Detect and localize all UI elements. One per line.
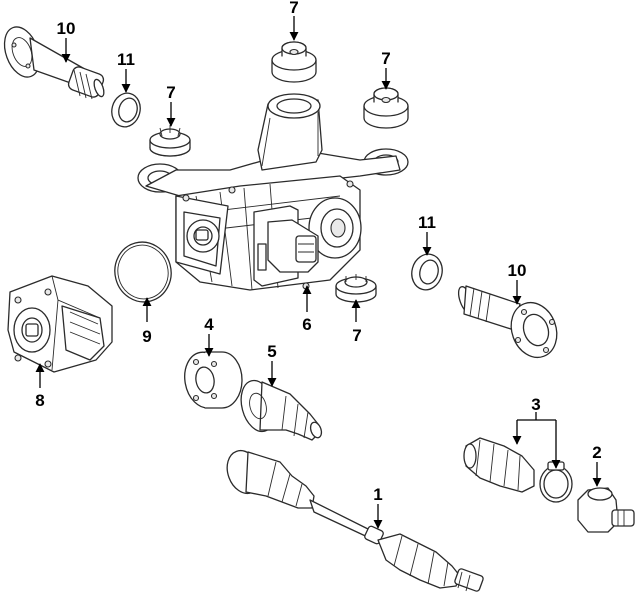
callout-8: 8 — [35, 391, 44, 410]
seal-ring-right — [411, 253, 443, 291]
mount-bushing-lower — [335, 274, 377, 303]
callout-1: 1 — [373, 485, 382, 504]
axle-shaft-assembly — [226, 449, 484, 592]
callout-11-left: 11 — [117, 50, 135, 69]
callout-leaders — [35, 16, 602, 529]
output-flange-shaft-left — [3, 26, 105, 100]
callout-6: 6 — [302, 315, 311, 334]
outer-cv-joint — [577, 487, 635, 533]
callout-9: 9 — [142, 327, 151, 346]
coupling-assembly — [7, 275, 113, 373]
callout-7-left: 7 — [166, 83, 175, 102]
inner-cv-joint — [240, 379, 323, 441]
callout-10-left: 10 — [57, 19, 76, 38]
mount-bushing-right — [363, 87, 409, 129]
callout-11-right: 11 — [418, 213, 436, 232]
callout-7-lower: 7 — [352, 326, 361, 345]
callout-4: 4 — [204, 315, 214, 334]
callout-2: 2 — [592, 443, 601, 462]
callout-labels: 10 11 7 7 7 7 11 10 6 9 8 4 5 3 2 1 — [35, 0, 601, 504]
differential-carrier-housing — [137, 93, 409, 291]
o-ring-gasket — [114, 241, 172, 303]
callout-3: 3 — [531, 395, 540, 414]
callout-7-top: 7 — [289, 0, 298, 17]
callout-5: 5 — [267, 342, 276, 361]
mount-bushing-small — [149, 125, 191, 157]
callout-7-right: 7 — [381, 49, 390, 68]
output-flange-shaft-right — [457, 285, 558, 359]
seal-ring-left — [111, 92, 141, 128]
companion-flange — [184, 351, 243, 409]
mount-bushing-top — [271, 41, 317, 83]
callout-10-right: 10 — [508, 261, 527, 280]
